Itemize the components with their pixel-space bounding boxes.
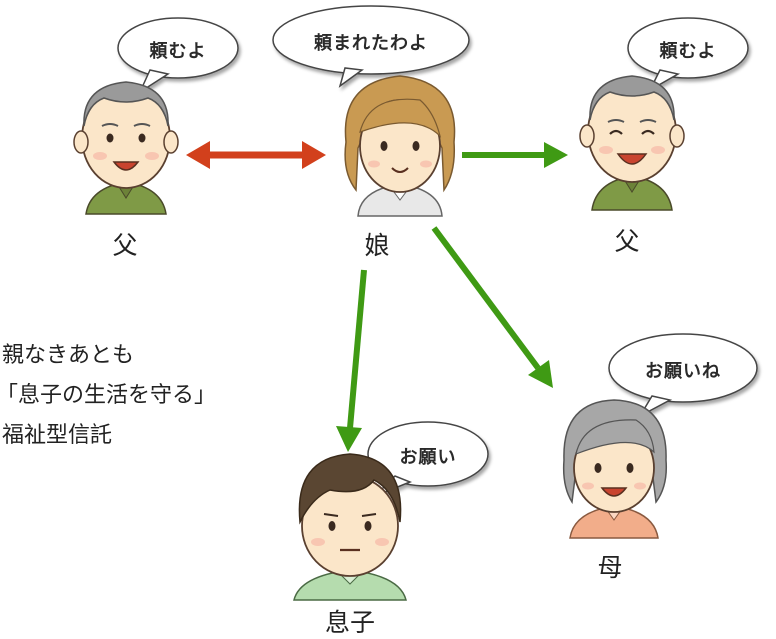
speech-son: お願い bbox=[399, 447, 457, 468]
son-illustration bbox=[293, 453, 407, 601]
mother-illustration bbox=[562, 399, 668, 539]
label-father-right: 父 bbox=[614, 227, 640, 256]
daughter-illustration bbox=[344, 75, 456, 217]
speech-bubble-mother bbox=[608, 333, 758, 418]
caption-line-3: 福祉型信託 bbox=[2, 423, 113, 448]
speech-bubble-daughter bbox=[272, 5, 470, 88]
label-daughter: 娘 bbox=[364, 231, 390, 260]
mutual-arrow-father-daughter bbox=[186, 141, 326, 169]
arrow-daughter-to-son bbox=[336, 269, 367, 452]
father-left-illustration bbox=[73, 81, 179, 215]
label-mother: 母 bbox=[597, 553, 623, 582]
trust-caption: 親なきあとも 「息子の生活を守る」 福祉型信託 bbox=[0, 336, 217, 456]
speech-bubble-father-left bbox=[117, 17, 239, 95]
speech-father-right: 頼むよ bbox=[659, 41, 717, 62]
speech-mother: お願いね bbox=[645, 361, 721, 382]
father-right-illustration bbox=[579, 75, 685, 211]
arrow-daughter-to-mother bbox=[431, 226, 553, 388]
speech-bubble-father-right bbox=[627, 17, 749, 92]
caption-line-1: 親なきあとも bbox=[2, 343, 135, 368]
label-son: 息子 bbox=[324, 608, 375, 637]
arrow-daughter-to-father-right bbox=[462, 142, 568, 168]
speech-daughter: 頼まれたわよ bbox=[314, 33, 428, 54]
caption-line-2: 「息子の生活を守る」 bbox=[0, 383, 217, 408]
speech-father-left: 頼むよ bbox=[149, 41, 207, 62]
label-father-left: 父 bbox=[112, 231, 138, 260]
